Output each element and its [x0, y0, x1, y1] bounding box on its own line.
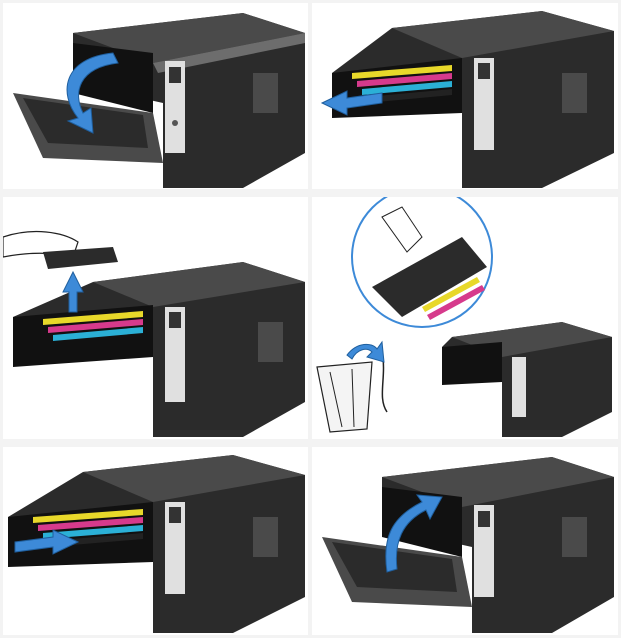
printer-drawer-push-in-icon	[8, 455, 305, 633]
printer-drawer-pull-out-icon	[320, 11, 614, 188]
step-4-panel	[312, 197, 618, 439]
printer-front-door-open-icon	[13, 13, 305, 188]
step-2-panel	[312, 3, 618, 189]
step-5-panel	[3, 447, 308, 635]
printer-cartridge-tape-remove-icon	[316, 197, 612, 437]
step-3-panel	[3, 197, 308, 439]
step-6-panel	[312, 447, 618, 635]
printer-front-door-close-icon	[322, 457, 614, 633]
printer-cartridge-remove-icon	[3, 231, 305, 437]
step-1-panel	[3, 3, 308, 189]
